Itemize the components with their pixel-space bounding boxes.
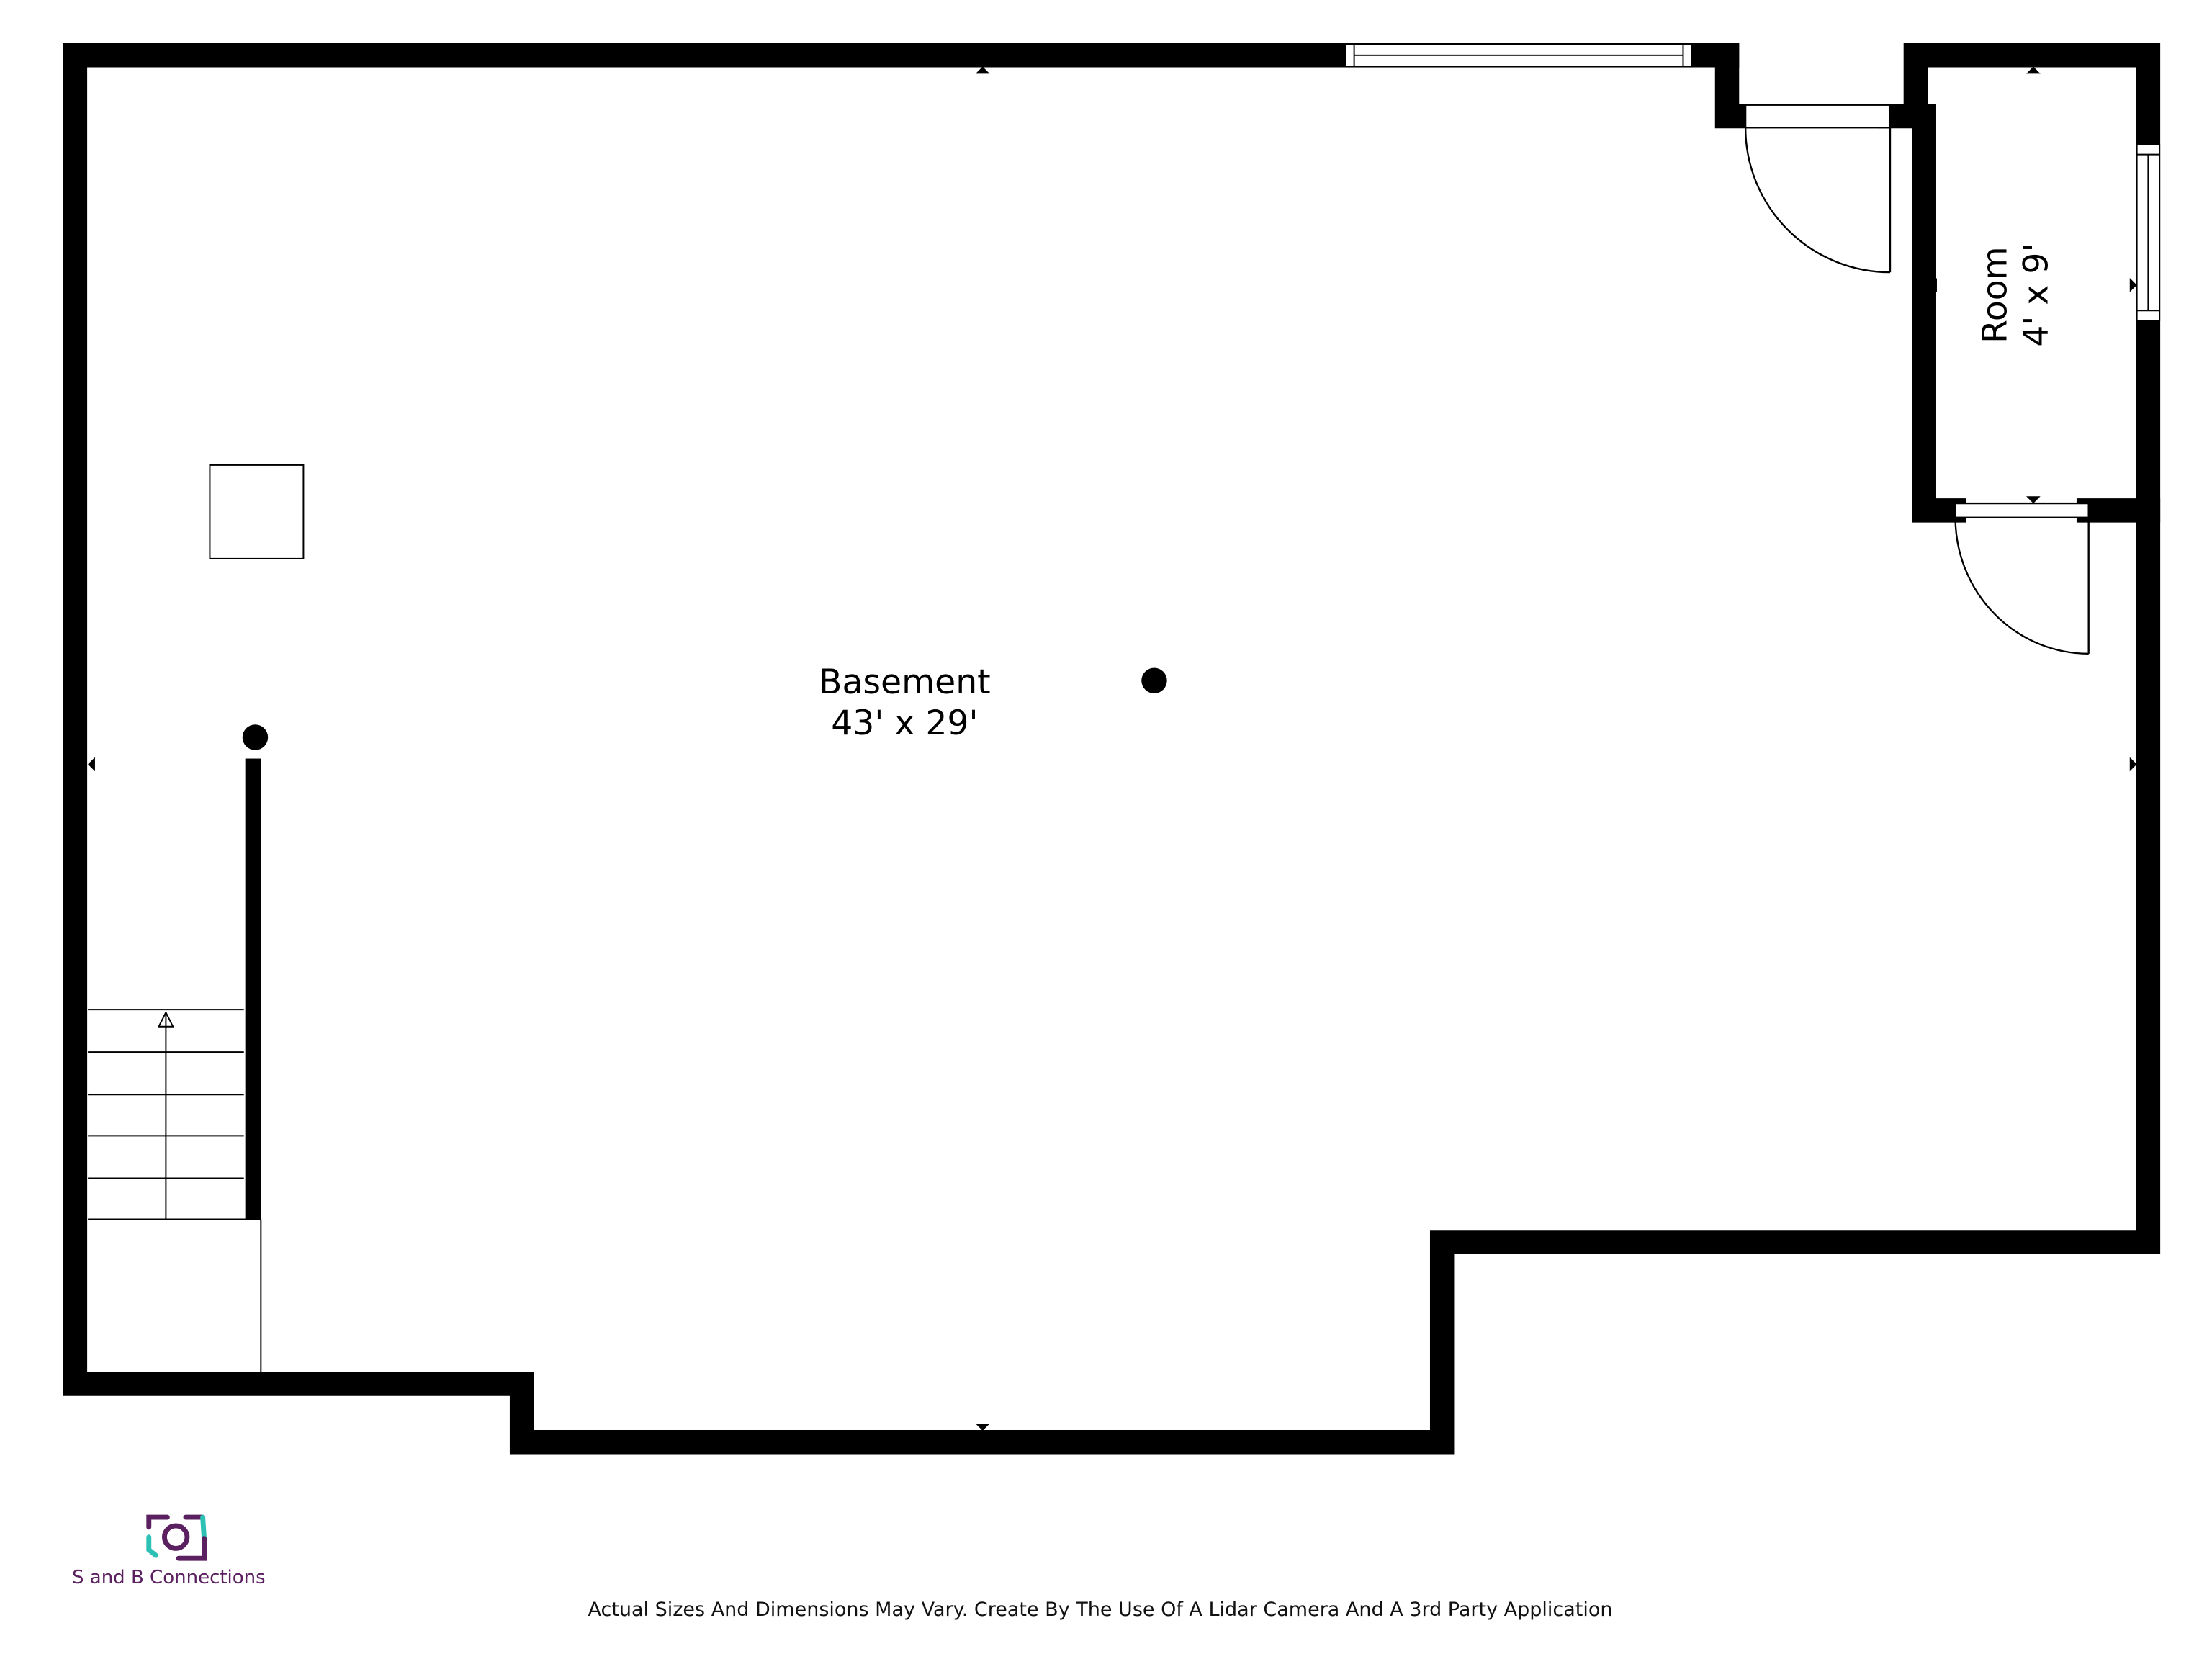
brand-name: S and B Connections (72, 1567, 266, 1588)
walls (63, 43, 2161, 1455)
door-2 (1954, 502, 2090, 655)
stairs (88, 1009, 262, 1373)
post (242, 724, 269, 750)
footer-text: Actual Sizes And Dimensions May Vary. Cr… (588, 1599, 1613, 1621)
room-dimensions-room: 4' x 9' (2017, 243, 2056, 347)
room-name-basement: Basement (819, 662, 991, 702)
door-1 (1744, 104, 1892, 274)
stair-rail (245, 758, 261, 1220)
room-name-room: Room (1975, 246, 2015, 343)
dimension-markers (88, 66, 2137, 1431)
window-top (1344, 43, 1693, 68)
footer-disclaimer: Actual Sizes And Dimensions May Vary. Cr… (0, 1599, 2212, 1621)
floor-fixture (209, 464, 305, 559)
window-room (2136, 143, 2161, 322)
room-dimensions-basement: 43' x 29' (831, 703, 978, 743)
post (1141, 667, 1167, 693)
brand-logo-icon (146, 1514, 207, 1561)
